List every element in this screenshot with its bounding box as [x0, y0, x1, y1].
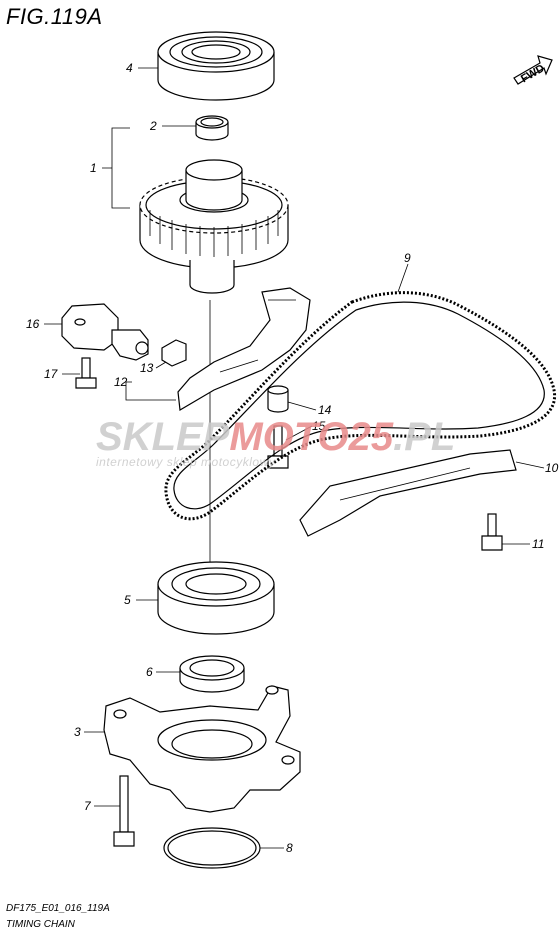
o-ring — [163, 827, 261, 869]
callout-7: 7 — [84, 799, 92, 813]
diagram-code: DF175_E01_016_119A — [6, 903, 110, 914]
timing-chain — [164, 291, 557, 521]
ring-small — [195, 115, 229, 141]
chain-guide-left — [177, 287, 311, 411]
chain-tensioner — [61, 303, 149, 361]
callout-5: 5 — [124, 593, 131, 607]
callout-17: 17 — [44, 367, 59, 381]
chain-guide-right — [299, 449, 517, 537]
watermark-brand-b: MOTO — [229, 415, 348, 459]
collar-14 — [267, 385, 289, 413]
callout-1: 1 — [90, 161, 97, 175]
callout-3: 3 — [74, 725, 81, 739]
bolt-7 — [113, 775, 135, 847]
bolt-17 — [75, 357, 97, 389]
svg-text:SKLEPMOTO25.PL: SKLEPMOTO25.PL — [96, 415, 455, 459]
oil-seal — [179, 655, 245, 693]
watermark: SKLEPMOTO25.PL internetowy sklep motocyk… — [96, 415, 455, 469]
callout-16: 16 — [26, 317, 40, 331]
fwd-arrow-icon: FWD — [513, 55, 553, 85]
callout-10: 10 — [545, 461, 559, 475]
bolt-11 — [481, 513, 503, 551]
clip-13 — [161, 339, 187, 367]
watermark-tagline: internetowy sklep motocyklowy — [96, 455, 276, 469]
callout-15: 15 — [312, 419, 326, 433]
callout-11: 11 — [532, 537, 544, 551]
bearing-case — [103, 685, 301, 813]
fwd-label: FWD — [519, 62, 547, 85]
callout-4: 4 — [126, 61, 133, 75]
diagram-caption: TIMING CHAIN — [6, 919, 75, 930]
watermark-brand-d: .PL — [393, 415, 455, 459]
callout-12: 12 — [114, 375, 128, 389]
figure-title: FIG.119A — [6, 4, 103, 29]
watermark-brand-a: SKLEP — [96, 415, 230, 459]
callout-9: 9 — [404, 251, 411, 265]
callout-8: 8 — [286, 841, 293, 855]
watermark-brand-c: 25 — [348, 415, 394, 459]
callout-14: 14 — [318, 403, 332, 417]
leader-lines — [44, 67, 545, 849]
bearing-top — [157, 31, 275, 101]
sprocket-gear — [139, 159, 289, 294]
callout-13: 13 — [140, 361, 154, 375]
callout-2: 2 — [149, 119, 157, 133]
callout-6: 6 — [146, 665, 153, 679]
bearing-middle — [157, 561, 275, 635]
